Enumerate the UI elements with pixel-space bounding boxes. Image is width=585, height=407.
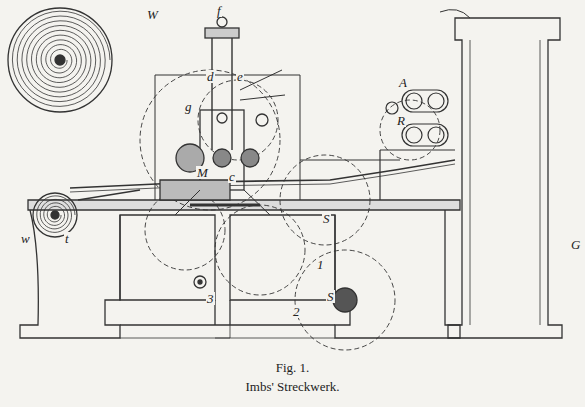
part-letter: w [20,232,31,245]
figure-caption: Fig. 1. [0,360,585,376]
roll-winding [12,11,110,106]
part-letter: G [570,238,581,251]
part-letter: S [326,290,335,303]
part-letter: 3 [206,292,215,305]
part-letter: A [398,76,408,89]
part-letter: g [184,100,193,113]
part-letter: 2 [292,305,301,318]
roll-winding [37,196,75,233]
part-letter: 1 [316,258,325,271]
figure-caption: Imbs' Streckwerk. [0,379,585,395]
part-letter: f [216,4,222,17]
part-letter: c [228,170,236,183]
part-letter: d [206,70,215,83]
part-letter: W [146,8,159,21]
part-letter: t [64,232,70,245]
part-letter: S [322,212,331,225]
part-letter: R [396,114,406,127]
part-letter: e [236,70,244,83]
part-letter: M [196,166,209,179]
